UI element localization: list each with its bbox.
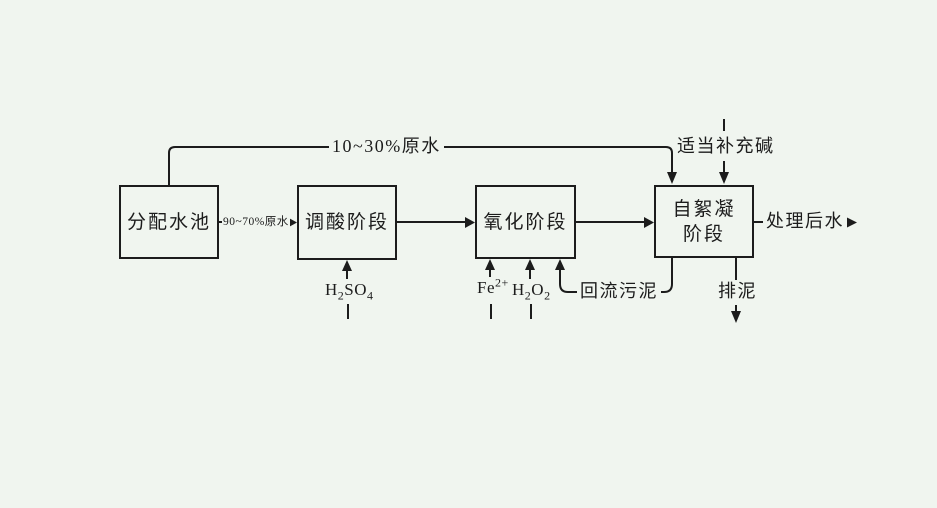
connector-sludge-discharge xyxy=(731,258,741,323)
connector-stage2-stage3 xyxy=(397,217,475,228)
chemical-label-h2o2: H2O2 xyxy=(509,279,554,301)
connector-alkali-feed xyxy=(719,119,729,184)
flow-label-bypass-raw-water: 10~30%原水 xyxy=(329,136,444,157)
connector-stage3-stage4 xyxy=(576,217,654,228)
process-box-distribution-pool: 分配水池 xyxy=(119,185,219,259)
process-box-label: 调酸阶段 xyxy=(304,212,389,233)
process-box-oxidation-stage: 氧化阶段 xyxy=(475,185,576,259)
process-box-label: 分配水池 xyxy=(126,211,211,233)
flow-label-recycle-sludge: 回流污泥 xyxy=(577,281,661,302)
process-box-label-line2: 阶段 xyxy=(682,223,725,245)
connector-recycle-sludge xyxy=(555,258,673,293)
process-box-label: 氧化阶段 xyxy=(483,211,568,233)
chemical-label-h2so4: H2SO4 xyxy=(322,279,377,301)
flow-label-supplement-alkali: 适当补充碱 xyxy=(674,136,778,157)
flow-label-treated-water: 处理后水 xyxy=(763,211,847,232)
process-box-label-line1: 自絮凝 xyxy=(672,198,736,220)
chemical-label-fe2plus: Fe2+ xyxy=(474,276,512,299)
process-box-acid-adjustment-stage: 调酸阶段 xyxy=(297,185,397,260)
process-box-self-flocculation-stage: 自絮凝 阶段 xyxy=(654,185,754,258)
flow-label-sludge-discharge: 排泥 xyxy=(715,281,760,302)
flow-label-main-raw-water: 90~70%原水 xyxy=(222,215,290,229)
